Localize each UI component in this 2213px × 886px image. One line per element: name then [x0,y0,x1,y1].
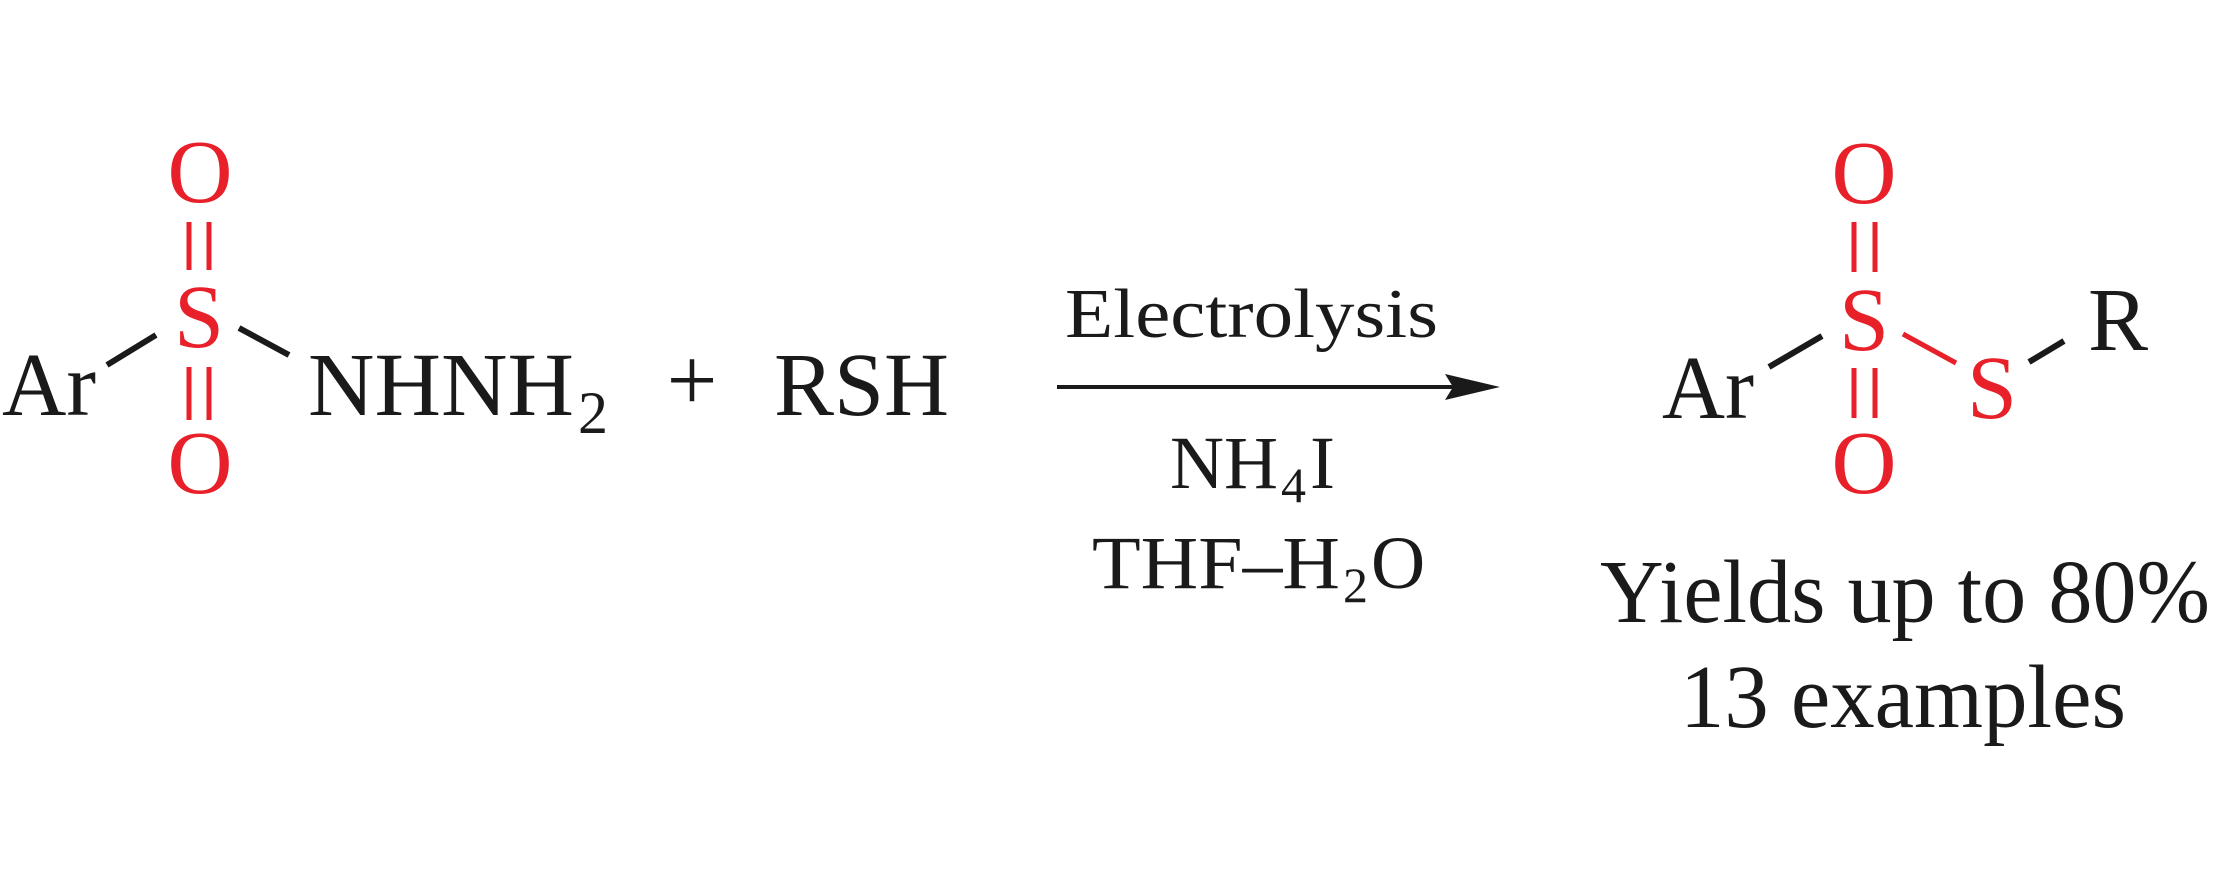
condition-electrolysis: Electrolysis [1065,276,1438,353]
hydrazide-subscript: 2 [578,380,608,446]
bond-ar-s [105,332,158,368]
reactant-sulfonyl-hydrazide: Ar S O O NHNH 2 [2,123,608,513]
oxygen-top-label: O [1832,124,1897,223]
oxygen-bottom-label: O [1832,414,1897,513]
r-group-label: R [2088,271,2148,370]
oxygen-bottom-label: O [168,414,233,513]
aryl-label: Ar [2,336,96,435]
examples-count-text: 13 examples [1680,648,2126,747]
arrow-head-icon [1445,374,1500,400]
thiol-label: RSH [774,336,949,435]
solvent-subscript: 2 [1343,557,1368,613]
solvent-end: O [1371,522,1425,605]
bond-s-r [2027,338,2066,365]
thio-sulfur-label: S [1967,339,2017,438]
oxygen-top-label: O [168,123,233,222]
bond-s-s [1901,331,1958,366]
plus-sign: + [667,331,718,430]
sulfonyl-sulfur-label: S [1839,271,1889,370]
reagent-text: NH [1170,422,1278,505]
product-thiosulfonate: Ar S O O S R [1662,124,2148,513]
reagent-subscript: 4 [1281,457,1306,513]
aryl-label: Ar [1662,339,1754,438]
solvent-text: THF–H [1092,522,1340,605]
bond-ar-s [1767,333,1824,370]
sulfur-label: S [174,268,224,367]
bond-s-n [237,325,291,358]
hydrazide-text: NHNH [308,336,574,435]
yield-text: Yields up to 80% [1600,543,2210,642]
reagent-end: I [1310,422,1335,505]
reaction-arrow: Electrolysis NH 4 I THF–H 2 O [1057,276,1500,613]
